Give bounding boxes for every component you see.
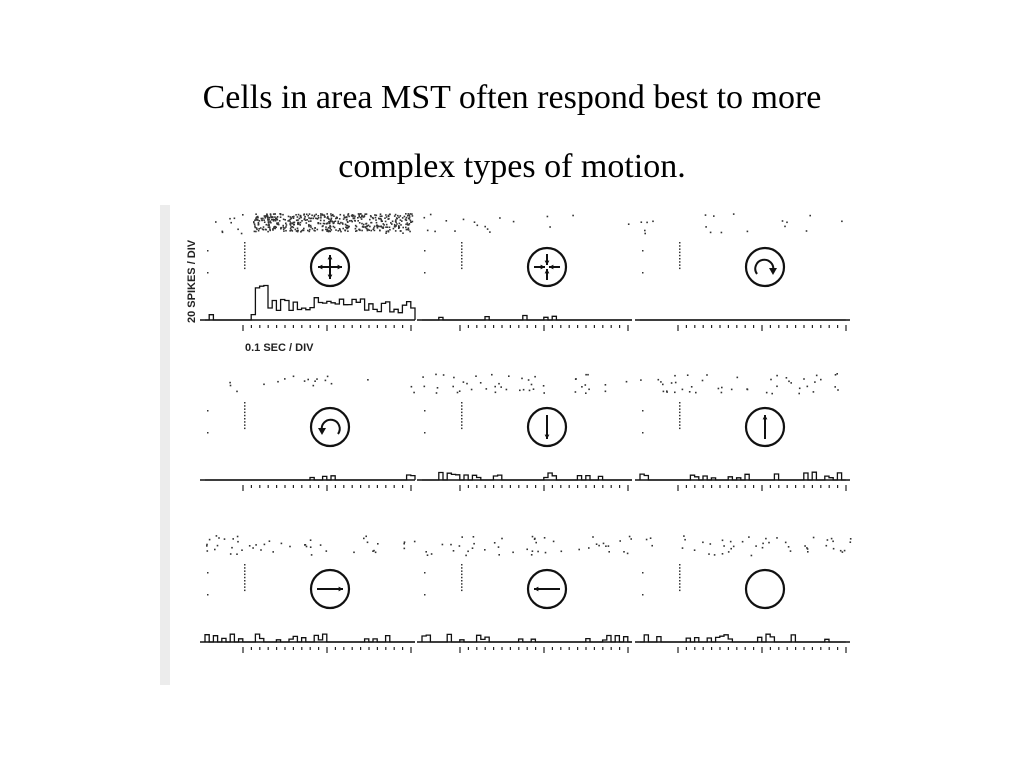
y-scale-marks bbox=[207, 564, 246, 596]
raster-dots bbox=[425, 535, 632, 557]
response-panel bbox=[635, 373, 850, 491]
raster-dots bbox=[640, 213, 843, 235]
time-axis-ticks bbox=[242, 647, 412, 653]
response-panel bbox=[635, 535, 852, 653]
response-panel bbox=[200, 213, 416, 331]
slide-title-line-1: Cells in area MST often respond best to … bbox=[202, 79, 822, 116]
arrow-right-icon bbox=[309, 568, 351, 610]
time-axis-ticks bbox=[459, 325, 629, 331]
spike-histogram bbox=[422, 471, 632, 481]
time-axis-ticks bbox=[677, 485, 847, 491]
response-panel bbox=[635, 213, 850, 331]
response-panel bbox=[200, 375, 416, 491]
y-scale-marks bbox=[207, 402, 246, 434]
raster-dots bbox=[423, 213, 630, 233]
y-axis-label: 20 SPIKES / DIV bbox=[186, 239, 198, 323]
y-scale-marks bbox=[424, 564, 463, 596]
time-axis-ticks bbox=[242, 485, 412, 491]
empty-circle-icon bbox=[744, 568, 786, 610]
arrow-down-icon bbox=[526, 406, 568, 448]
spike-histogram bbox=[421, 633, 632, 643]
time-axis-ticks bbox=[459, 485, 629, 491]
x-axis-label: 0.1 SEC / DIV bbox=[245, 342, 314, 354]
time-axis-ticks bbox=[459, 647, 629, 653]
y-scale-marks bbox=[207, 242, 246, 274]
raster-dots bbox=[215, 213, 414, 235]
time-axis-ticks bbox=[677, 647, 847, 653]
slide-title-line-2: complex types of motion. bbox=[338, 148, 686, 185]
spike-histogram bbox=[205, 474, 416, 481]
rotation-cw-icon bbox=[744, 246, 786, 288]
panel-grid bbox=[200, 213, 852, 653]
raster-dots bbox=[206, 535, 416, 556]
y-scale-marks bbox=[642, 564, 681, 596]
y-scale-marks bbox=[642, 402, 681, 434]
arrow-left-icon bbox=[526, 568, 568, 610]
y-scale-marks bbox=[642, 242, 681, 274]
scan-edge bbox=[160, 205, 170, 685]
arrow-up-icon bbox=[744, 406, 786, 448]
contraction-icon bbox=[526, 246, 568, 288]
raster-dots bbox=[422, 373, 628, 394]
response-panel bbox=[200, 535, 416, 653]
spike-histogram bbox=[205, 284, 416, 321]
rotation-ccw-icon bbox=[309, 406, 351, 448]
response-panel bbox=[417, 213, 632, 331]
time-axis-ticks bbox=[677, 325, 847, 331]
y-scale-marks bbox=[424, 402, 463, 434]
time-axis-ticks bbox=[242, 325, 412, 331]
spike-histogram bbox=[422, 314, 632, 321]
spike-histogram bbox=[204, 633, 415, 643]
spike-histogram bbox=[640, 633, 846, 643]
spike-histogram bbox=[639, 471, 846, 481]
raster-dots bbox=[645, 535, 852, 557]
raster-dots bbox=[229, 375, 415, 394]
y-scale-marks bbox=[424, 242, 463, 274]
response-panel bbox=[417, 535, 632, 653]
mst-response-figure: 20 SPIKES / DIV 0.1 SEC / DIV bbox=[160, 205, 852, 685]
expansion-icon bbox=[309, 246, 351, 288]
raster-dots bbox=[640, 373, 839, 395]
response-panel bbox=[417, 373, 632, 491]
